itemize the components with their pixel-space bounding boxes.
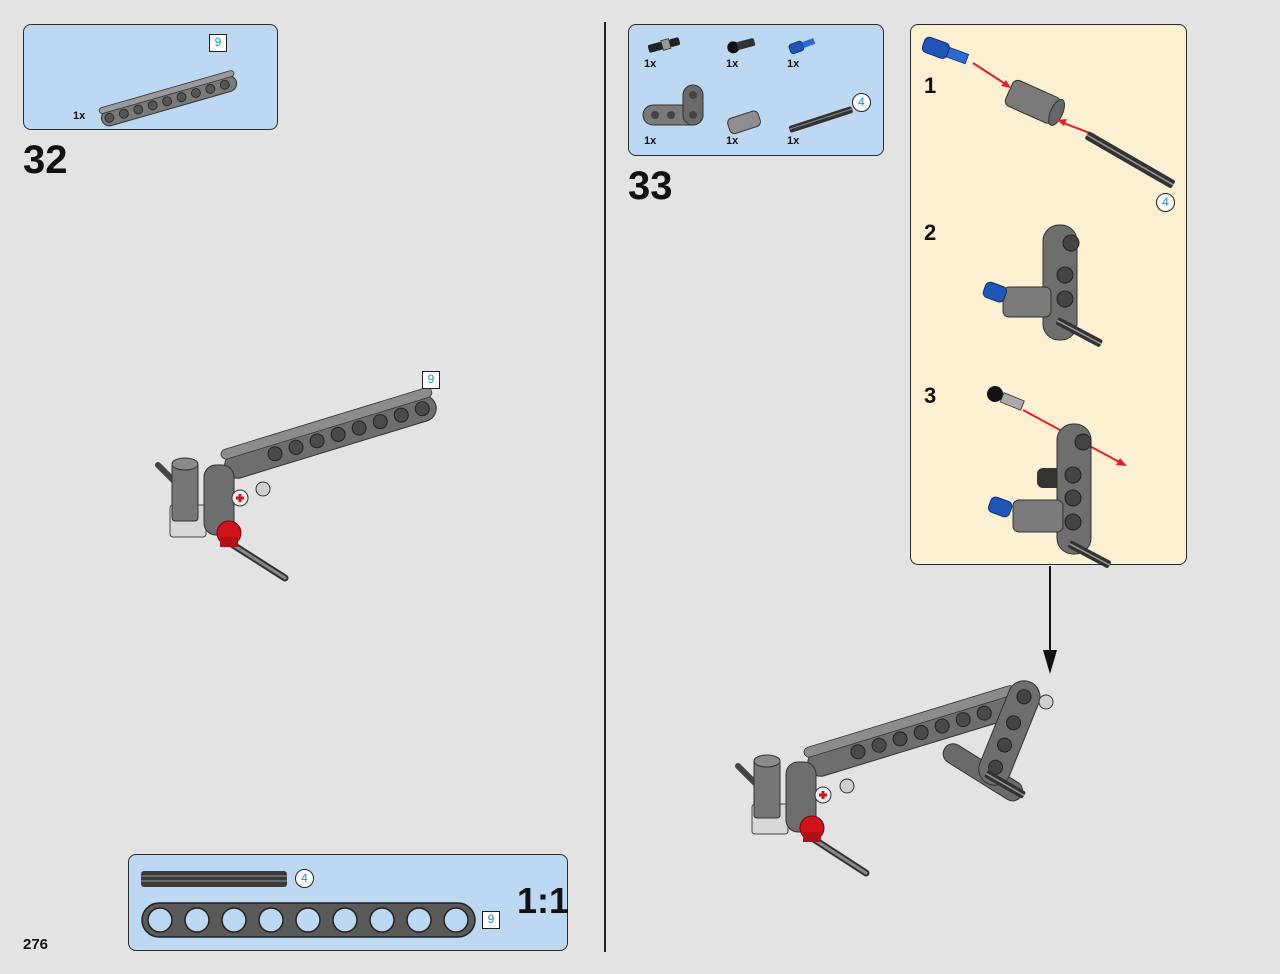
part-quantity: 1x	[787, 58, 800, 70]
beam-9-icon	[141, 902, 476, 938]
axle-length-label: 4	[852, 93, 871, 112]
substep1-illustration	[921, 36, 1175, 189]
page-number: 276	[23, 936, 49, 953]
scale-ratio: 1:1	[517, 880, 570, 921]
beam-9-icon	[98, 70, 238, 127]
step-number: 33	[628, 164, 673, 208]
part-quantity: 1x	[726, 58, 739, 70]
step32-model-illustration	[155, 387, 437, 582]
step33-parts-box: 1x 1x 1x 1x 1x 1x 4	[628, 24, 884, 156]
page-divider	[604, 22, 606, 952]
axle-4-icon	[788, 106, 853, 133]
pin-with-bush-icon	[647, 37, 681, 53]
step33-model-illustration	[735, 680, 1054, 877]
substep-number: 3	[924, 383, 937, 408]
axle-length-label: 4	[295, 869, 314, 888]
beam-length-label: 9	[209, 34, 227, 52]
part-quantity: 1x	[787, 135, 800, 147]
part-quantity: 1x	[644, 135, 657, 147]
part-quantity: 1x	[73, 110, 86, 122]
angle-beam-icon	[642, 84, 704, 126]
substep-number: 1	[924, 73, 937, 98]
axle-connector-icon	[727, 110, 761, 135]
substep2-illustration	[982, 224, 1103, 347]
substep-callout-box: 1 2 3 4	[910, 24, 1187, 568]
step-number: 32	[23, 138, 68, 182]
beam-length-label: 9	[482, 911, 500, 929]
axle-length-label: 4	[1156, 193, 1175, 212]
substep-number: 2	[924, 220, 937, 245]
step32-parts-box: 9 1x	[23, 24, 278, 130]
black-pin-icon	[727, 38, 756, 54]
substep3-illustration	[987, 386, 1127, 568]
down-arrow-icon	[1043, 566, 1057, 674]
axle-4-icon	[141, 871, 287, 887]
part-quantity: 1x	[726, 135, 739, 147]
part-quantity: 1x	[644, 58, 657, 70]
scale-reference-box: 4 9	[128, 854, 568, 951]
blue-axle-pin-icon	[788, 38, 816, 55]
model-beam-length-label: 9	[422, 371, 440, 389]
